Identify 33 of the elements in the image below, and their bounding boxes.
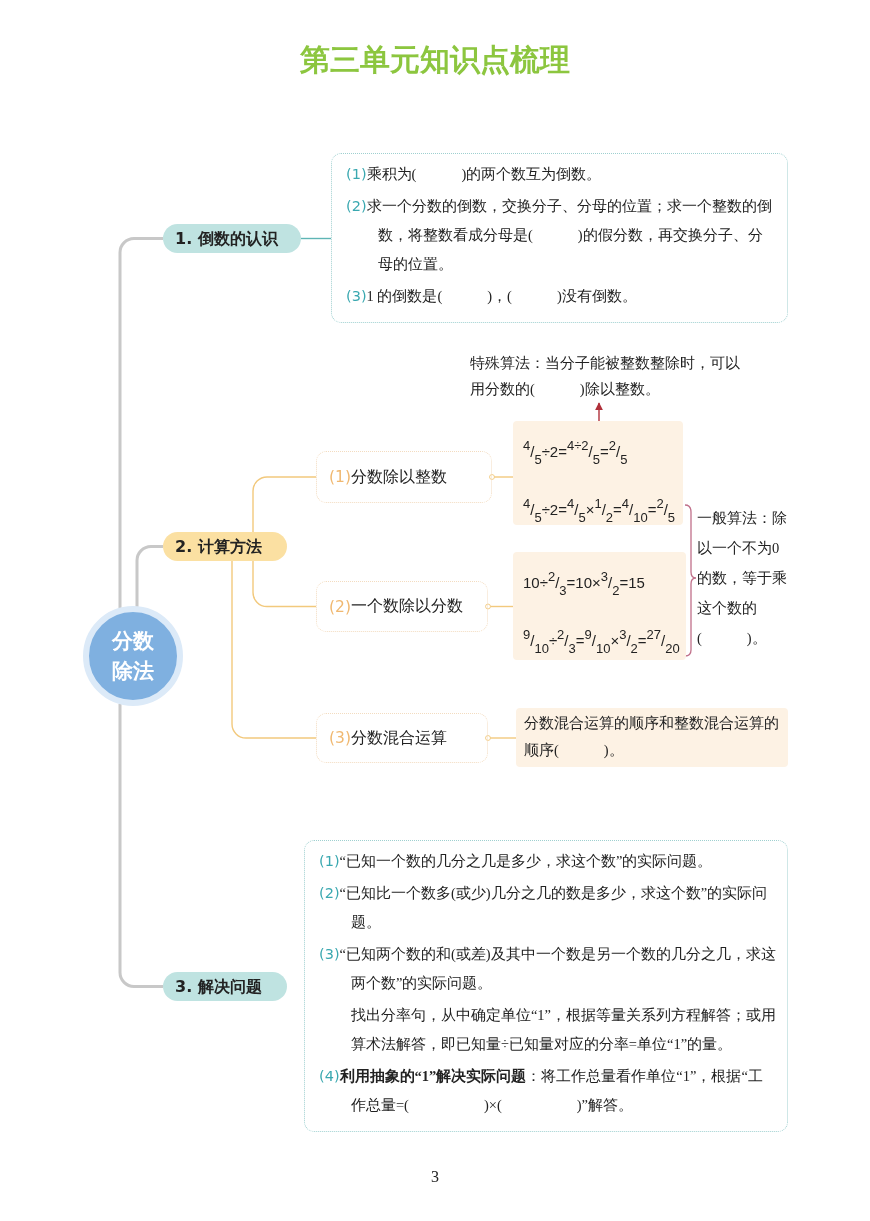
note-text: (2)“已知比一个数多(或少)几分之几的数是多少，求这个数”的实际问题。 (319, 884, 769, 932)
note-text: (1)“已知一个数的几分之几是多少，求这个数”的实际问题。 (319, 852, 714, 871)
connector (118, 704, 163, 988)
connector (252, 476, 317, 533)
formula-text: $^{4}$/$_{5}$÷2=$^{4}$/$_{5}$×$^{1}$/$_{2}$=$^{4}$/$_{10}$=$^{2}$/$_{5}$ (523, 495, 673, 527)
connector (118, 237, 163, 608)
formula-text: $^{4}$/$_{5}$÷2=$^{4÷2}$/$_{5}$=$^{2}$/$_{5}$ (523, 437, 629, 469)
topic-circle: 分数除法 (83, 606, 183, 706)
note-text: (3)“已知两个数的和(或差)及其中一个数是另一个数的几分之几，求这两个数”的实际问题。 (319, 945, 777, 993)
formula-box (513, 421, 683, 525)
branch-pill: 3. 解决问题 (163, 972, 287, 1001)
note-text: 特殊算法：当分子能被整数整除时，可以用分数的( )除以整数。 (470, 350, 740, 402)
note-text: (2)求一个分数的倒数，交换分子、分母的位置；求一个整数的倒数，将整数看成分母是( )的假分数，再交换分子、分母的位置。 (346, 197, 773, 274)
connector (135, 545, 163, 607)
note-text: 找出分率句，从中确定单位“1”，根据等量关系列方程解答；或用算术法解答，即已知量÷已知量对应的分率=单位“1”的量。 (349, 1006, 777, 1054)
note-text: (1)乘积为( )的两个数互为倒数。 (346, 165, 603, 184)
formula-box (513, 552, 686, 660)
connector (252, 560, 317, 608)
note-box: 分数混合运算的顺序和整数混合运算的顺序( )。 (516, 708, 788, 767)
branch-pill: 2. 计算方法 (163, 532, 287, 561)
connector (485, 603, 514, 610)
note-text: (3)1 的倒数是( )，( )没有倒数。 (346, 287, 638, 306)
connector (595, 402, 603, 422)
connector (231, 560, 317, 739)
formula-text: 10÷$^{2}$/$_{3}$=10×$^{3}$/$_{2}$=15 (523, 568, 646, 600)
connector (489, 474, 514, 480)
note-text: (4)利用抽象的“1”解决实际问题：将工作总量看作单位“1”，根据“工作总量=( )×( )”解答。 (319, 1067, 764, 1115)
page-number: 3 (430, 1168, 440, 1186)
branch-pill: 1. 倒数的认识 (163, 224, 301, 253)
page-title: 第三单元知识点梳理 (299, 41, 571, 79)
connector (485, 735, 517, 741)
connector (300, 237, 332, 240)
note-text: 一般算法：除以一个不为0的数，等于乘这个数的( )。 (697, 509, 788, 648)
